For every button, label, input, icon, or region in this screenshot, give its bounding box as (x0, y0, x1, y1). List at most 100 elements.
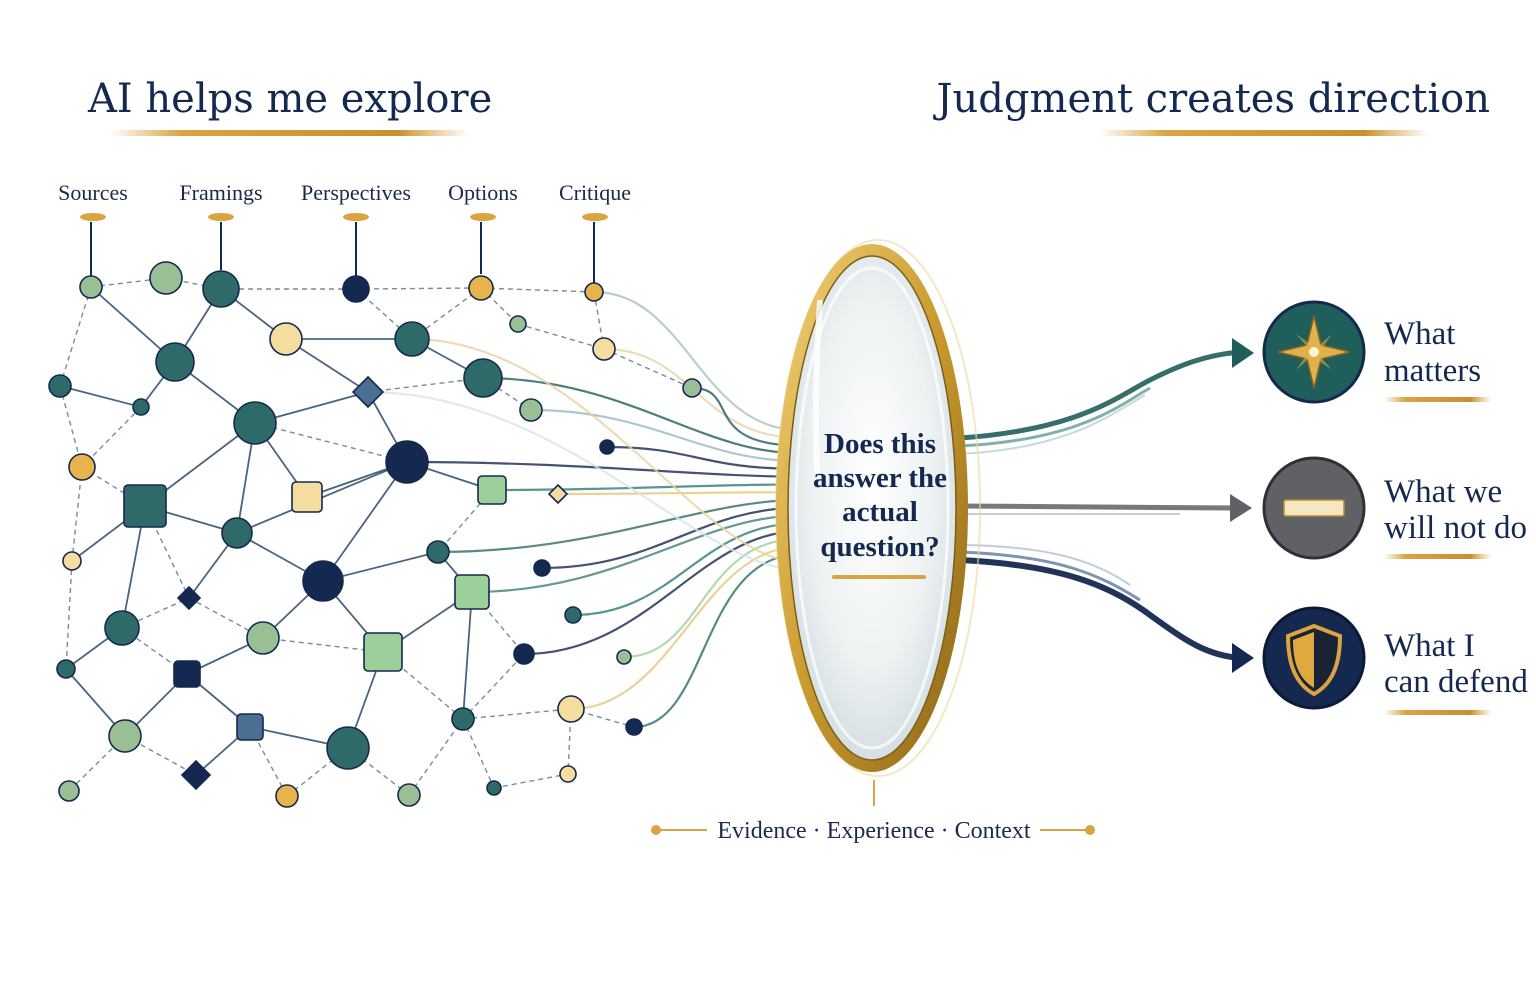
network-edge (254, 422, 408, 463)
flow-line (530, 408, 801, 463)
category-perspectives: Perspectives (301, 180, 411, 276)
category-label-framings: Framings (179, 180, 262, 205)
footer-criteria: Evidence · Experience · Context (651, 780, 1095, 844)
network-edge (493, 773, 569, 789)
lens-question-line-3: actual (842, 496, 918, 528)
compass-star-icon (1277, 315, 1351, 389)
network-node-square (454, 574, 490, 610)
network-node-circle (397, 783, 421, 807)
right-title-underline (1100, 130, 1430, 136)
network-edge (603, 348, 693, 389)
network-node-square (123, 484, 167, 528)
flow-line (482, 376, 801, 455)
lens-question-line-1: Does this (824, 428, 936, 460)
lens-underline (832, 575, 926, 579)
network-node-circle (509, 315, 527, 333)
network-node-diamond (176, 585, 202, 611)
shield-icon (1285, 623, 1343, 697)
outcome-label-2-line-1: What we (1384, 474, 1502, 510)
network-node-circle (451, 707, 475, 731)
network-edge (462, 718, 495, 789)
network-edge (462, 591, 473, 720)
flow-line (437, 498, 801, 554)
flow-line (606, 445, 801, 470)
network-node-circle (275, 784, 299, 808)
category-options: Options (448, 180, 518, 274)
outcome-underline-3 (1384, 710, 1492, 715)
network-node-circle (584, 282, 604, 302)
network-node-circle (616, 649, 632, 665)
network-edge (367, 377, 484, 393)
category-label-sources: Sources (58, 180, 128, 205)
network-node-circle (79, 275, 103, 299)
network-edge (71, 466, 83, 562)
flow-line (411, 337, 801, 564)
network-node-circle (302, 560, 344, 602)
network-edge (408, 718, 464, 796)
flow-line (593, 290, 801, 432)
network-node-circle (385, 440, 429, 484)
network-node-circle (58, 780, 80, 802)
output-flows (959, 338, 1254, 673)
flow-line (541, 506, 801, 570)
network-node-circle (486, 780, 502, 796)
network-node-circle (269, 322, 303, 356)
left-title-underline (110, 130, 470, 136)
network-node-circle (682, 378, 702, 398)
network-node-circle (149, 261, 183, 295)
network-node-circle (513, 643, 535, 665)
network-edge (144, 505, 190, 599)
outcome-underline-1 (1384, 397, 1492, 402)
network-node-circle (592, 337, 616, 361)
network-node-square (173, 660, 201, 688)
outcome-what-i-can-defend: What I can defend (1262, 606, 1528, 715)
network-node-circle (342, 275, 370, 303)
outcome-what-matters: What matters (1262, 300, 1492, 404)
flow-line (623, 537, 801, 659)
arrowhead-teal (1232, 338, 1254, 368)
judgment-lens: Does this answer the actual question? (775, 239, 981, 777)
network-node-circle (155, 342, 195, 382)
lens-question-line-4: question? (820, 531, 939, 563)
network-edge (59, 385, 83, 468)
network-node-diamond (180, 759, 212, 791)
network-node-square (236, 713, 264, 741)
category-sources: Sources (58, 180, 128, 276)
flow-line (406, 460, 801, 478)
network-edge (262, 637, 384, 653)
network-edge (90, 277, 167, 288)
network-node-diamond (547, 483, 569, 505)
network-node-circle (246, 621, 280, 655)
network-edge (322, 461, 408, 582)
outcome-what-we-will-not-do: What we will not do (1262, 456, 1527, 560)
network-node-circle (468, 275, 494, 301)
network-node-circle (463, 358, 503, 398)
network-node-square (363, 632, 403, 672)
network-node-circle (519, 398, 543, 422)
flow-lines (367, 290, 801, 729)
outcome-label-3-line-1: What I (1384, 628, 1475, 664)
network-node-circle (625, 718, 643, 736)
network-node-circle (426, 540, 450, 564)
flow-line (367, 390, 801, 572)
flow-line (491, 483, 801, 492)
network-node-circle (68, 453, 96, 481)
category-label-perspectives: Perspectives (301, 180, 411, 205)
network-edge (462, 653, 525, 720)
network-nodes (48, 261, 702, 808)
network-edge (65, 560, 73, 670)
footer-text: Evidence · Experience · Context (717, 818, 1031, 844)
network-node-circle (108, 719, 142, 753)
left-title: AI helps me explore (87, 76, 492, 122)
flow-line (572, 522, 801, 617)
network-node-circle (104, 610, 140, 646)
network-node-circle (48, 374, 72, 398)
network-node-circle (56, 659, 76, 679)
outcome-label-1-line-1: What (1384, 316, 1455, 352)
network-node-circle (533, 559, 551, 577)
flow-line (471, 514, 801, 594)
network-edge (355, 287, 482, 290)
network-edge (517, 323, 605, 350)
category-label-critique: Critique (559, 180, 631, 205)
